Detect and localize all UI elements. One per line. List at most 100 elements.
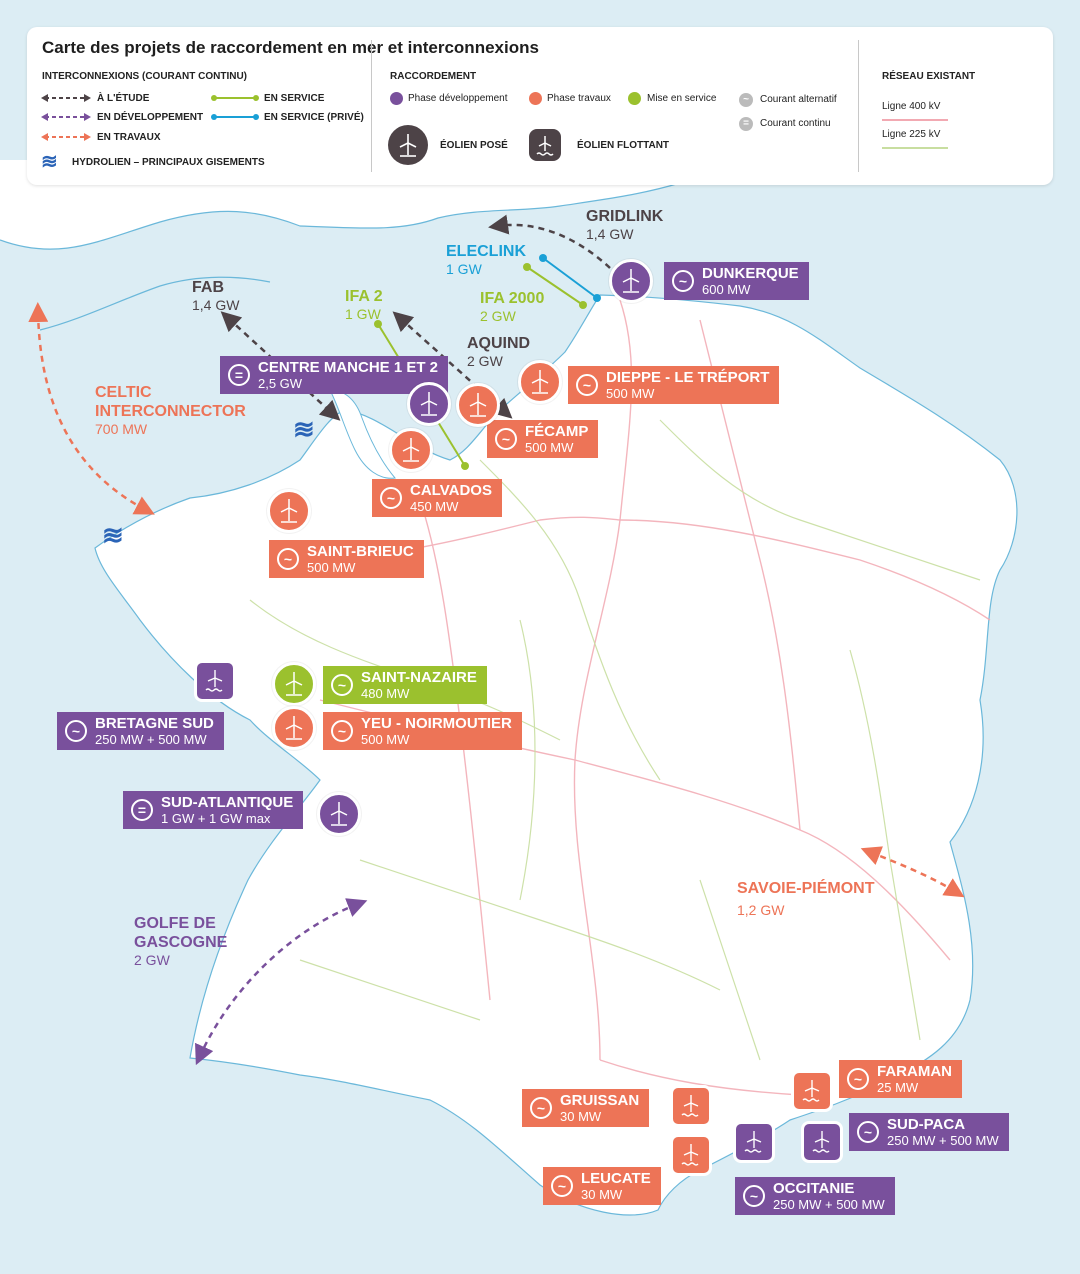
interconnexions-heading: INTERCONNEXIONS (COURANT CONTINU) xyxy=(42,71,247,82)
reseau-existant-heading: RÉSEAU EXISTANT xyxy=(882,71,976,82)
wind-turbine-floating-icon xyxy=(801,1121,843,1163)
golfe-value: 2 GW xyxy=(134,952,170,968)
aquind-value: 2 GW xyxy=(467,353,503,369)
eolien-pose-icon xyxy=(388,125,428,165)
dieppe-name: DIEPPE - LE TRÉPORT xyxy=(606,369,770,386)
courant-continu-icon: = xyxy=(739,117,753,131)
bretagne-sud-value: 250 MW + 500 MW xyxy=(95,732,207,747)
courant-continu-icon: = xyxy=(228,364,250,386)
courant-alternatif-icon: ~ xyxy=(331,674,353,696)
courant-alternatif-icon: ~ xyxy=(380,487,402,509)
golfe-name-1: GOLFE DE xyxy=(134,915,216,932)
wind-turbine-fixed-icon xyxy=(518,360,562,404)
wind-turbine-fixed-icon xyxy=(609,259,653,303)
courant-alternatif-icon: ~ xyxy=(576,374,598,396)
courant-alternatif-icon: ~ xyxy=(495,428,517,450)
wind-turbine-floating-icon xyxy=(670,1085,712,1127)
celtic-value: 700 MW xyxy=(95,421,148,437)
sud-atlantique-value: 1 GW + 1 GW max xyxy=(161,811,271,826)
wind-turbine-fixed-icon xyxy=(456,383,500,427)
courant-alternatif-icon: ~ xyxy=(847,1068,869,1090)
ifa2000-name: IFA 2000 xyxy=(480,290,545,307)
legend-en-developpement: EN DÉVELOPPEMENT xyxy=(97,112,204,123)
fecamp-value: 500 MW xyxy=(525,440,574,455)
legend-divider xyxy=(371,40,372,172)
eleclink-value: 1 GW xyxy=(446,261,482,277)
faraman-value: 25 MW xyxy=(877,1080,919,1095)
dot-developpement-icon xyxy=(390,92,403,105)
wind-turbine-fixed-icon xyxy=(267,489,311,533)
savoie-value: 1,2 GW xyxy=(737,902,785,918)
legend-phase-travaux: Phase travaux xyxy=(547,93,611,104)
courant-alternatif-icon: ~ xyxy=(672,270,694,292)
cotentin-peninsula xyxy=(329,389,396,479)
wind-turbine-floating-icon xyxy=(194,660,236,702)
gruissan-name: GRUISSAN xyxy=(560,1092,640,1109)
dot-mise-en-service-icon xyxy=(628,92,641,105)
yeu-name: YEU - NOIRMOUTIER xyxy=(361,715,512,732)
legend-divider-2 xyxy=(858,40,859,172)
ifa2000-value: 2 GW xyxy=(480,308,516,324)
wind-turbine-floating-icon xyxy=(670,1134,712,1176)
saint-nazaire-name: SAINT-NAZAIRE xyxy=(361,669,477,686)
courant-continu-icon: = xyxy=(131,799,153,821)
saint-nazaire-value: 480 MW xyxy=(361,686,410,701)
eolien-flottant-icon xyxy=(529,129,561,161)
wind-turbine-fixed-icon xyxy=(272,662,316,706)
gridlink-name: GRIDLINK xyxy=(586,208,664,225)
courant-alternatif-icon: ~ xyxy=(551,1175,573,1197)
yeu-value: 500 MW xyxy=(361,732,410,747)
wind-turbine-floating-icon xyxy=(791,1070,833,1112)
wind-turbine-floating-icon xyxy=(733,1121,775,1163)
legend-mise-en-service: Mise en service xyxy=(647,93,717,104)
occitanie-value: 250 MW + 500 MW xyxy=(773,1197,885,1212)
aquind-name: AQUIND xyxy=(467,335,531,352)
gruissan-value: 30 MW xyxy=(560,1109,602,1124)
courant-alternatif-icon: ~ xyxy=(65,720,87,742)
fab-value: 1,4 GW xyxy=(192,297,240,313)
sud-paca-name: SUD-PACA xyxy=(887,1116,966,1133)
legend-courant-alternatif: Courant alternatif xyxy=(760,94,837,105)
legend-courant-continu: Courant continu xyxy=(760,118,831,129)
legend-hydrolien: HYDROLIEN – PRINCIPAUX GISEMENTS xyxy=(72,157,265,168)
legend-panel: Carte des projets de raccordement en mer… xyxy=(27,27,1053,185)
savoie-piemont-label: SAVOIE-PIÉMONT 1,2 GW xyxy=(737,879,875,918)
line-400kv-icon xyxy=(882,119,948,121)
savoie-name: SAVOIE-PIÉMONT xyxy=(737,880,875,897)
ifa2-name: IFA 2 xyxy=(345,288,383,305)
centre-manche-name: CENTRE MANCHE 1 ET 2 xyxy=(258,359,439,376)
legend-eolien-pose: ÉOLIEN POSÉ xyxy=(440,140,508,151)
legend-title: Carte des projets de raccordement en mer… xyxy=(42,38,539,57)
uk-coastline-edge xyxy=(0,182,681,250)
courant-alternatif-icon: ~ xyxy=(857,1121,879,1143)
courant-alternatif-icon: ~ xyxy=(277,548,299,570)
leucate-name: LEUCATE xyxy=(581,1170,651,1187)
hydrolien-waves-icon: ≋ xyxy=(293,414,315,444)
sud-atlantique-name: SUD-ATLANTIQUE xyxy=(161,794,294,811)
occitanie-name: OCCITANIE xyxy=(773,1180,855,1197)
celtic-name-2: INTERCONNECTOR xyxy=(95,403,246,420)
arrow-travaux-icon xyxy=(41,133,91,141)
courant-alternatif-icon: ~ xyxy=(530,1097,552,1119)
raccordement-heading: RACCORDEMENT xyxy=(390,71,477,82)
wind-turbine-fixed-icon xyxy=(407,382,451,426)
ifa2-value: 1 GW xyxy=(345,306,381,322)
line-225kv-icon xyxy=(882,147,948,149)
leucate-value: 30 MW xyxy=(581,1187,623,1202)
